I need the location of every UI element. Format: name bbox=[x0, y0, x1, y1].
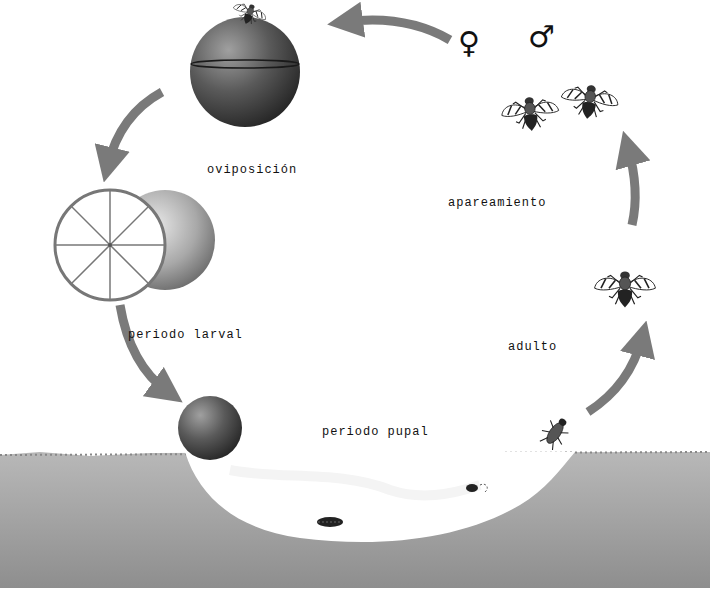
sex-symbol: ♀ bbox=[458, 28, 480, 58]
sex-symbol: ♂ bbox=[528, 22, 555, 52]
stage-label: adulto bbox=[508, 340, 557, 354]
stage-label: oviposición bbox=[207, 163, 297, 177]
stage-label: apareamiento bbox=[448, 196, 546, 210]
stage-label: periodo pupal bbox=[322, 425, 429, 439]
stage-label: periodo larval bbox=[128, 328, 243, 342]
